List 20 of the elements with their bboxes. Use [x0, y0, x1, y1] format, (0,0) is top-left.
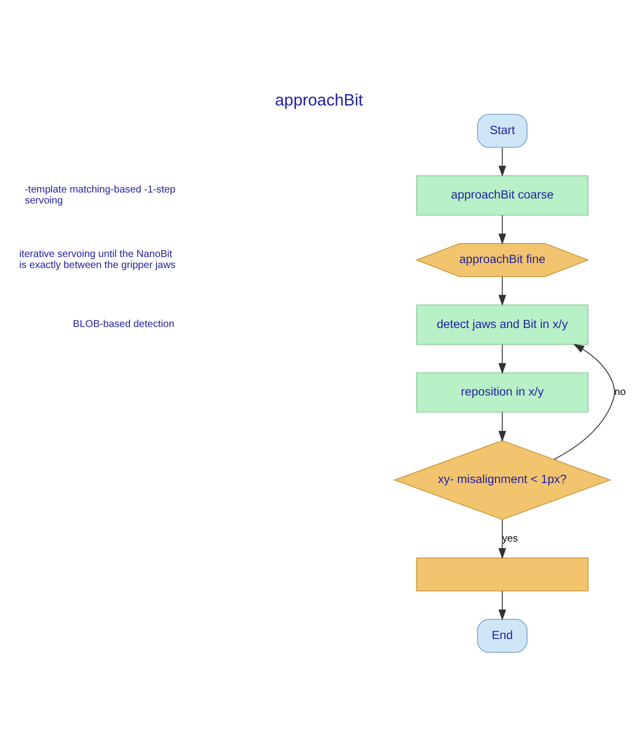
node-box: Start: [477, 113, 528, 148]
node-box: [416, 556, 588, 591]
arrow: [498, 411, 506, 442]
diagram-title: approachBit: [275, 91, 363, 110]
arrow: [554, 343, 615, 460]
arrow: [498, 518, 506, 559]
label: iterative servoing until the NanoBit is exactly between the gripper jaws: [19, 248, 176, 271]
arrow: [498, 590, 506, 620]
arrow: [498, 146, 506, 176]
arrow: [498, 276, 506, 306]
node-box: reposition in x/y: [416, 372, 588, 412]
node-box: detect jaws and Bit in x/y: [416, 304, 588, 344]
arrow: [498, 344, 506, 374]
label: BLOB-based detection: [72, 318, 174, 330]
edge-label: no: [614, 386, 626, 398]
node-box: End: [477, 618, 528, 652]
node-box: approachBit coarse: [416, 174, 588, 216]
label: -template matching-based -1-step servoing: [24, 184, 176, 206]
arrow: [498, 214, 506, 244]
node-diamond: xy- misalignment < 1px?: [393, 440, 612, 520]
